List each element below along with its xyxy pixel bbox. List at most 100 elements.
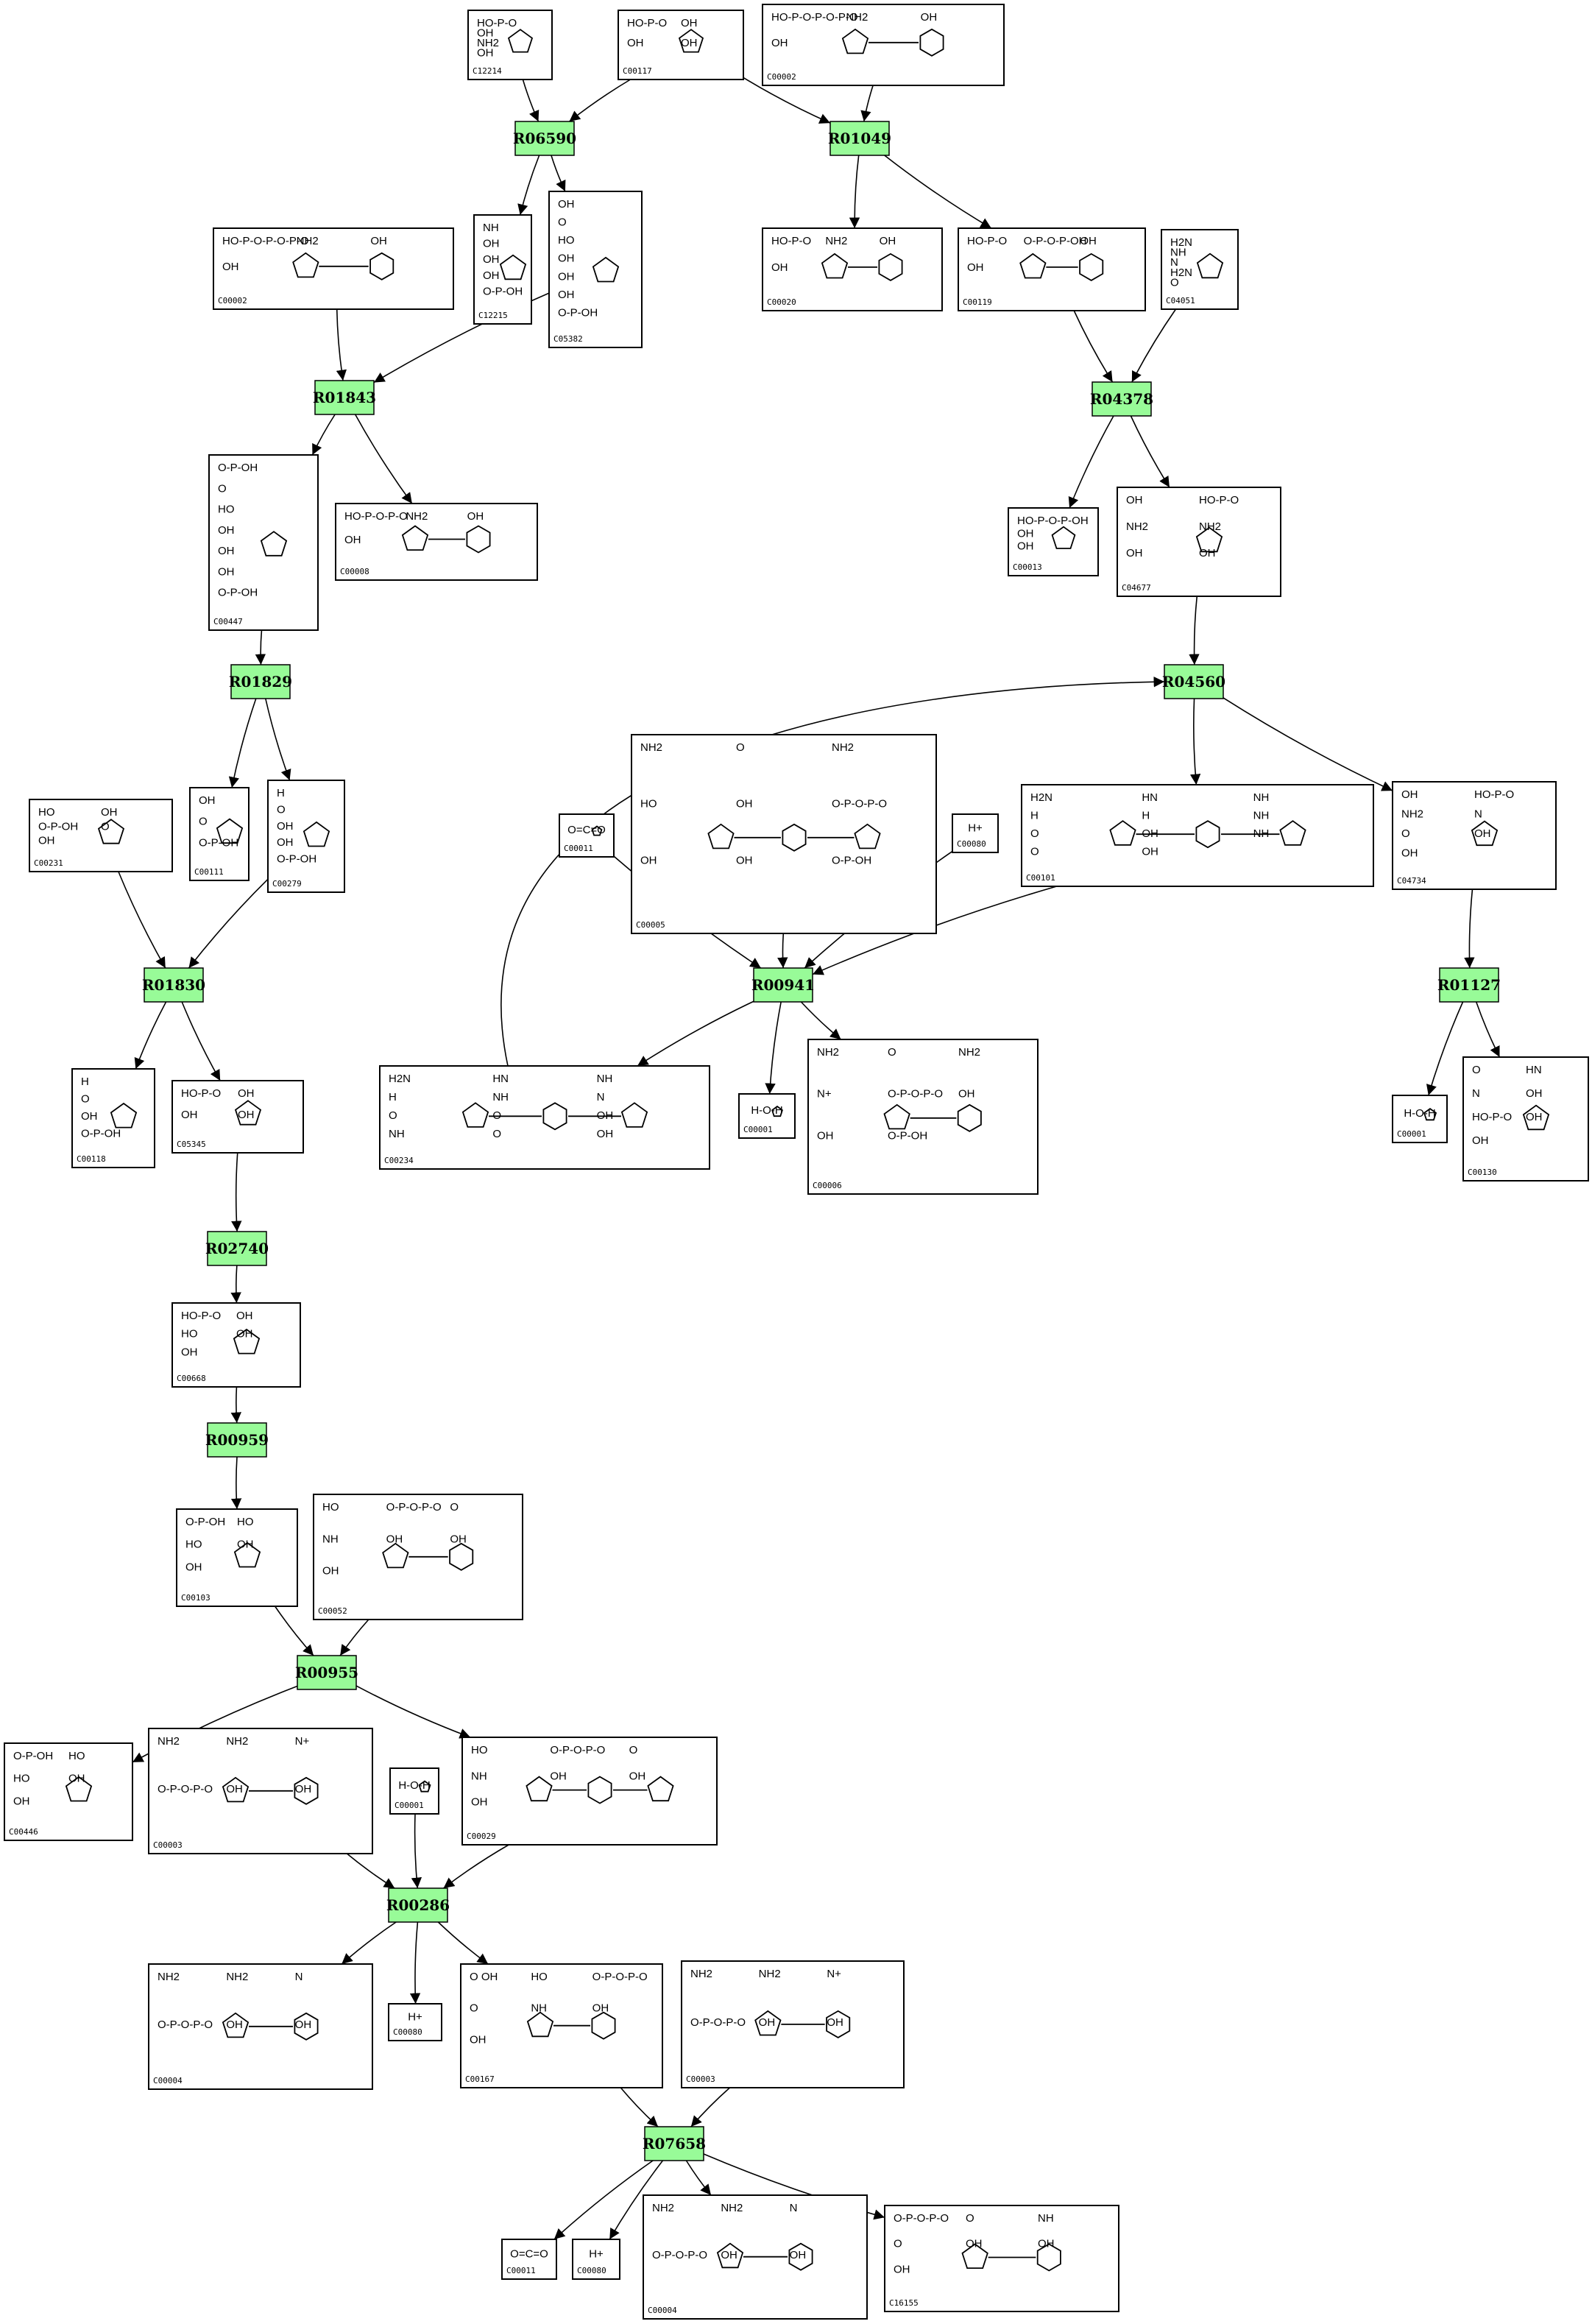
compound-box[interactable] [958, 227, 1146, 311]
compound-box[interactable] [884, 2205, 1119, 2312]
compound-box[interactable] [208, 454, 319, 631]
reaction-node-r07658[interactable]: R07658 [643, 2126, 706, 2161]
compound-box[interactable] [213, 227, 454, 310]
reaction-box[interactable] [514, 121, 575, 156]
reaction-box[interactable] [388, 1887, 448, 1923]
reaction-box[interactable] [297, 1655, 357, 1690]
reaction-box[interactable] [1164, 664, 1224, 699]
compound-box[interactable] [548, 191, 643, 348]
reaction-node-r01829[interactable]: R01829 [229, 664, 292, 699]
ring-bond [1109, 820, 1136, 846]
reaction-node-r01830[interactable]: R01830 [142, 967, 205, 1003]
reaction-node-r04560[interactable]: R04560 [1162, 664, 1225, 699]
reaction-box[interactable] [644, 2126, 704, 2161]
reaction-box[interactable] [1439, 967, 1499, 1003]
atom-label: O [101, 820, 110, 833]
reaction-node-r00286[interactable]: R00286 [386, 1887, 450, 1923]
compound-box[interactable] [572, 2239, 620, 2280]
compound-box[interactable] [559, 813, 615, 858]
compound-box[interactable] [952, 813, 999, 853]
reaction-node-r00941[interactable]: R00941 [751, 967, 815, 1003]
compound-box[interactable] [1462, 1056, 1589, 1182]
reaction-node-r02740[interactable]: R02740 [205, 1231, 269, 1266]
reaction-box[interactable] [207, 1422, 267, 1458]
reaction-node-r00959[interactable]: R00959 [205, 1422, 269, 1458]
compound-box[interactable] [467, 10, 553, 80]
compound-box[interactable] [618, 10, 744, 80]
reaction-node-r01049[interactable]: R01049 [828, 121, 891, 156]
compound-box[interactable] [631, 734, 937, 934]
compound-box[interactable] [1021, 784, 1374, 887]
reaction-box[interactable] [829, 121, 890, 156]
reaction-box[interactable] [314, 380, 375, 415]
compound-box[interactable] [335, 503, 538, 581]
reaction-node-r00955[interactable]: R00955 [295, 1655, 358, 1690]
reaction-node-r06590[interactable]: R06590 [513, 121, 576, 156]
reaction-node-r01127[interactable]: R01127 [1437, 967, 1501, 1003]
compound-c00080c[interactable]: H+C00080 [572, 2239, 620, 2280]
compound-c00080b[interactable]: H+C00080 [388, 2003, 442, 2041]
compound-box[interactable] [388, 2003, 442, 2041]
compound-box[interactable] [389, 1767, 439, 1815]
compound-box[interactable] [762, 227, 943, 311]
reaction-node-r04378[interactable]: R04378 [1090, 381, 1153, 417]
reaction-box[interactable] [207, 1231, 267, 1266]
compound-box[interactable] [762, 4, 1005, 86]
compound-c00080a[interactable]: H+C00080 [952, 813, 999, 853]
reaction-box[interactable] [753, 967, 813, 1003]
reaction-box[interactable] [1092, 381, 1152, 417]
compound-box[interactable] [1392, 1095, 1448, 1143]
reaction-box[interactable] [230, 664, 291, 699]
compound-box[interactable] [379, 1065, 710, 1170]
compound-box[interactable] [461, 1737, 718, 1846]
reaction-box[interactable] [144, 967, 204, 1003]
compound-box[interactable] [738, 1093, 796, 1139]
compound-box[interactable] [501, 2239, 557, 2280]
edge-R01049-to-C00119 [884, 155, 992, 229]
compound-box[interactable] [1008, 507, 1099, 576]
reaction-node-r01843[interactable]: R01843 [313, 380, 376, 415]
compound-box[interactable] [807, 1039, 1039, 1195]
compound-box[interactable] [1117, 487, 1281, 597]
